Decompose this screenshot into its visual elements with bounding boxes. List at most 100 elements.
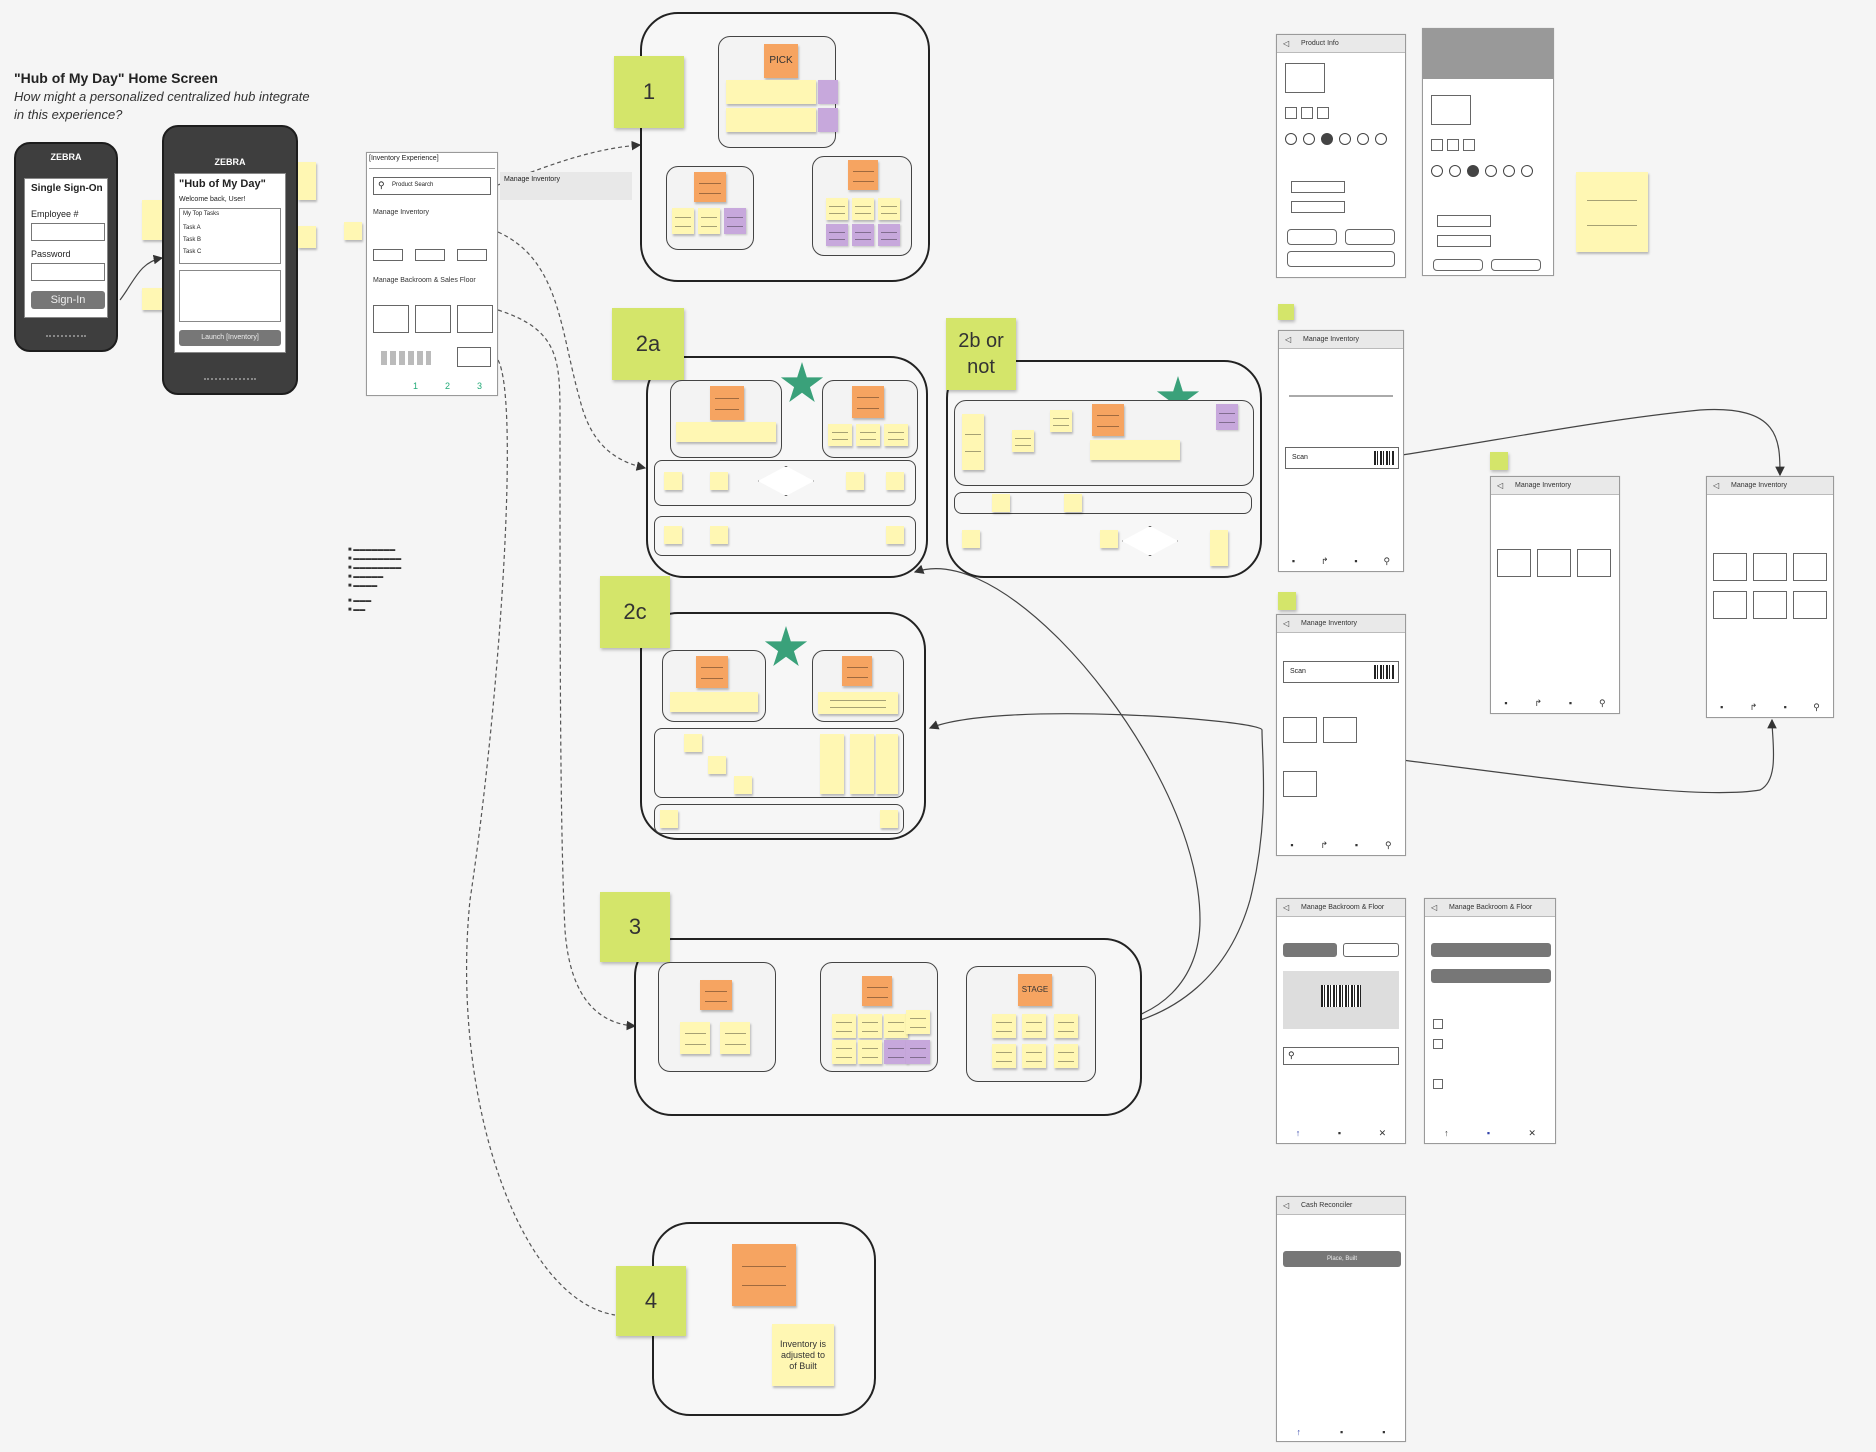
action-box[interactable] (457, 347, 491, 367)
option-tile[interactable] (1323, 717, 1357, 743)
lookup-location-input[interactable]: ⚲ (1283, 1047, 1399, 1065)
barcode-icon (1374, 451, 1394, 465)
employee-input[interactable] (31, 223, 105, 241)
checkbox[interactable] (1433, 1039, 1443, 1049)
color-option[interactable] (1375, 133, 1387, 145)
option-tile[interactable] (1753, 553, 1787, 581)
checkbox[interactable] (1433, 1079, 1443, 1089)
nav-icon[interactable]: ▪ (1340, 1427, 1344, 1437)
nav-icon[interactable]: ▪ (1568, 698, 1573, 708)
nav-icon[interactable]: ⚲ (1383, 556, 1391, 566)
scan-field[interactable]: Scan (1283, 661, 1399, 683)
signin-button[interactable]: Sign-In (31, 291, 105, 309)
option-tile[interactable] (1497, 549, 1531, 577)
color-option[interactable] (1357, 133, 1369, 145)
nav-icon[interactable]: ✕ (1378, 1128, 1387, 1138)
color-option[interactable] (1521, 165, 1533, 177)
color-option[interactable] (1431, 165, 1443, 177)
action-button[interactable] (1433, 259, 1483, 271)
option-tile[interactable] (1577, 549, 1611, 577)
color-option[interactable] (1285, 133, 1297, 145)
wireframe-manage-inventory-adjust: Manage Inventory ▪↱▪⚲ (1490, 476, 1620, 714)
scan-field[interactable]: Scan (1285, 447, 1399, 469)
option-tile[interactable] (1753, 591, 1787, 619)
action-button[interactable] (1345, 229, 1395, 245)
nav-icon[interactable]: ⚲ (1598, 698, 1606, 708)
stepper[interactable] (1317, 107, 1329, 119)
action-button[interactable] (1287, 251, 1395, 267)
nav-icon[interactable]: ↑ (1444, 1128, 1449, 1138)
action-box[interactable] (373, 305, 409, 333)
nav-icon[interactable]: ⚲ (1813, 702, 1820, 712)
nav-icon[interactable]: ▪ (1337, 1128, 1342, 1138)
nav-icon[interactable]: ▪ (1486, 1128, 1491, 1138)
option-tile[interactable] (1713, 553, 1747, 581)
stepper[interactable] (1447, 139, 1459, 151)
action-box[interactable] (457, 305, 493, 333)
stepper[interactable] (1301, 107, 1313, 119)
nav-icon[interactable]: ↑ (1295, 1128, 1301, 1138)
option-tile[interactable] (1283, 717, 1317, 743)
nav-icon[interactable]: ⚲ (1384, 840, 1392, 850)
task-item[interactable]: Task B (183, 237, 202, 243)
option-tile[interactable] (1793, 591, 1827, 619)
qty-field[interactable] (1437, 235, 1491, 247)
action-button[interactable] (1491, 259, 1541, 271)
option-tile[interactable] (1283, 771, 1317, 797)
nav-icon[interactable]: ▪ (1354, 556, 1358, 566)
nav-icon[interactable]: ▪ (1382, 1427, 1386, 1437)
color-option[interactable] (1467, 165, 1479, 177)
task-item[interactable]: Task A (183, 225, 201, 231)
checkbox[interactable] (1433, 1019, 1443, 1029)
barcode-icon (1374, 665, 1394, 679)
group-1-label-text: 1 (642, 79, 656, 104)
action-box[interactable] (457, 249, 487, 261)
nav-icon[interactable]: ↑ (1296, 1427, 1302, 1437)
nav-icon[interactable]: ✕ (1528, 1128, 1536, 1138)
stepper[interactable] (1463, 139, 1475, 151)
product-search-input[interactable]: ⚲ Product Search (373, 177, 491, 195)
primary-button[interactable] (1283, 943, 1337, 957)
pick-note-text: PICK (769, 55, 793, 66)
nav-icon[interactable]: ▪ (1290, 840, 1294, 850)
color-option[interactable] (1321, 133, 1333, 145)
action-box[interactable] (373, 249, 403, 261)
action-box[interactable] (415, 305, 451, 333)
color-option[interactable] (1303, 133, 1315, 145)
nav-icon[interactable]: ▪ (1720, 702, 1724, 712)
primary-button[interactable] (1431, 943, 1551, 957)
place-built-button[interactable]: Place, Built (1283, 1251, 1401, 1267)
color-option[interactable] (1339, 133, 1351, 145)
qty-field[interactable] (1291, 181, 1345, 193)
launch-inventory-button[interactable]: Launch [Inventory] (179, 330, 281, 346)
tab-1[interactable]: 1 (413, 381, 419, 391)
color-option[interactable] (1485, 165, 1497, 177)
nav-icon[interactable]: ▪ (1783, 702, 1787, 712)
nav-icon[interactable]: ↱ (1320, 840, 1329, 850)
color-option[interactable] (1503, 165, 1515, 177)
nav-icon[interactable]: ↱ (1749, 702, 1758, 712)
password-input[interactable] (31, 263, 105, 281)
action-button[interactable] (1287, 229, 1337, 245)
nav-icon[interactable]: ↱ (1320, 556, 1329, 566)
nav-icon[interactable]: ▪ (1291, 556, 1296, 566)
nav-icon[interactable]: ▪ (1354, 840, 1359, 850)
qty-field[interactable] (1291, 201, 1345, 213)
action-box[interactable] (415, 249, 445, 261)
nav-icon[interactable]: ↱ (1534, 698, 1543, 708)
qty-field[interactable] (1437, 215, 1491, 227)
signin-phone: ZEBRA Single Sign-On Employee # Password… (14, 142, 118, 352)
option-tile[interactable] (1793, 553, 1827, 581)
tab-2[interactable]: 2 (445, 381, 451, 391)
option-tile[interactable] (1713, 591, 1747, 619)
frame-tag (1278, 592, 1296, 610)
nav-icon[interactable]: ▪ (1504, 698, 1508, 708)
stepper[interactable] (1285, 107, 1297, 119)
stepper[interactable] (1431, 139, 1443, 151)
color-option[interactable] (1449, 165, 1461, 177)
task-item[interactable]: Task C (183, 249, 202, 255)
option-tile[interactable] (1537, 549, 1571, 577)
secondary-button[interactable] (1343, 943, 1399, 957)
tab-3[interactable]: 3 (477, 381, 483, 391)
primary-button[interactable] (1431, 969, 1551, 983)
